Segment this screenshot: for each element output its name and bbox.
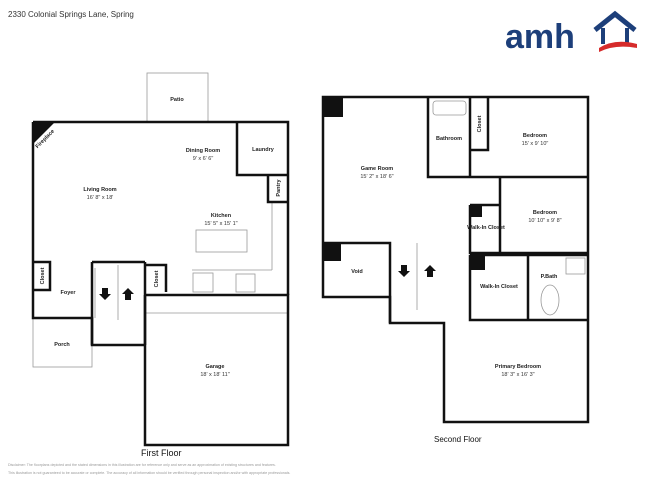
room-label: Patio	[170, 97, 184, 103]
room-label: Game Room	[361, 166, 394, 172]
room-dims: 18' 3" x 16' 3"	[501, 372, 534, 378]
disclaimer-line-2: This illustration is not guaranteed to b…	[8, 471, 291, 475]
room-label: Foyer	[61, 290, 77, 296]
room-label: Living Room	[83, 187, 116, 193]
room-label: Pantry	[276, 179, 282, 197]
room-label: Porch	[54, 342, 70, 348]
room-label: Laundry	[252, 147, 275, 153]
bathtub-icon	[432, 100, 467, 116]
room-dims: 18' x 18' 11"	[200, 372, 229, 378]
room-label: Bedroom	[523, 133, 547, 139]
room-label: Primary Bedroom	[495, 364, 541, 370]
room-dims: 10' 10" x 9' 8"	[528, 218, 561, 224]
room-dims: 15' 2" x 18' 6"	[360, 174, 393, 180]
second-floor-label: Second Floor	[434, 435, 482, 444]
room-label: Bathroom	[436, 136, 462, 142]
sink-icon	[192, 272, 214, 293]
room-label: Bedroom	[533, 210, 557, 216]
stairs-first	[94, 265, 119, 320]
svg-text:amh: amh	[505, 18, 575, 56]
room-dims: 16' 8" x 18'	[87, 195, 114, 201]
arrow-down-icon	[398, 265, 410, 277]
walls	[31, 95, 590, 447]
room-label: Closet	[40, 267, 46, 284]
arrow-up-icon	[424, 265, 436, 277]
room-label: Garage	[206, 364, 225, 370]
arrow-down-icon	[99, 288, 111, 300]
fireplace-icon	[33, 122, 55, 144]
tub-icon	[540, 284, 560, 316]
room-label: Closet	[154, 270, 160, 287]
stove-icon	[235, 273, 256, 293]
room-label: Walk-In Closet	[467, 225, 505, 231]
room-dims: 9' x 6' 6"	[193, 156, 214, 162]
property-address: 2330 Colonial Springs Lane, Spring	[8, 10, 134, 19]
room-label: Closet	[477, 115, 483, 132]
room-label: P.Bath	[541, 274, 558, 280]
first-floor-label: First Floor	[141, 448, 182, 458]
stair-arrows	[99, 265, 436, 300]
room-label: Dining Room	[186, 148, 220, 154]
shower-icon	[565, 257, 586, 275]
room-dims: 15' x 9' 10"	[522, 141, 549, 147]
kitchen-island	[195, 229, 248, 253]
room-label: Void	[351, 269, 363, 275]
room-label: Walk-In Closet	[480, 284, 518, 290]
disclaimer-line-1: Disclaimer: The floorplans depicted and …	[8, 463, 276, 467]
amh-logo: amh	[505, 10, 637, 56]
arrow-up-icon	[122, 288, 134, 300]
room-label: Kitchen	[211, 213, 232, 219]
room-dims: 15' 5" x 15' 1"	[204, 221, 237, 227]
